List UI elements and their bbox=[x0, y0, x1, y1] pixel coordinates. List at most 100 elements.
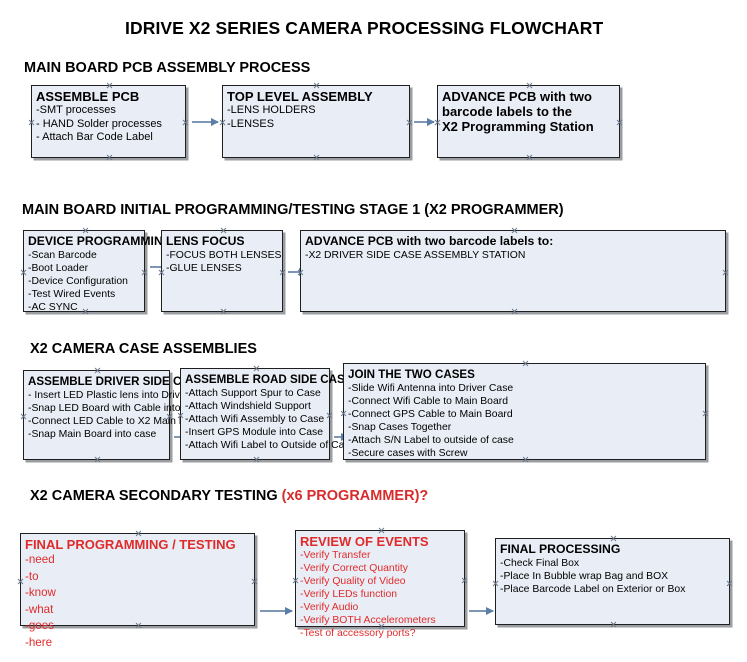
node-item: -LENS HOLDERS bbox=[227, 104, 316, 116]
section-heading-1: MAIN BOARD PCB ASSEMBLY PROCESS bbox=[24, 60, 311, 76]
connector-handle-left[interactable] bbox=[20, 413, 27, 420]
connector-handle-bottom[interactable] bbox=[511, 308, 518, 315]
connector-handle-right[interactable] bbox=[279, 269, 286, 276]
node-item: -Check Final Box bbox=[500, 558, 580, 569]
node-item: -SMT processes bbox=[36, 104, 116, 116]
arrow-4-2 bbox=[469, 607, 494, 614]
node-item: -Scan Barcode bbox=[28, 250, 97, 261]
connector-handle-left[interactable] bbox=[340, 410, 347, 417]
connector-handle-left[interactable] bbox=[219, 119, 226, 126]
node-header: ASSEMBLE PCB bbox=[36, 89, 140, 104]
node-item: -goes bbox=[25, 619, 55, 632]
connector-handle-bottom[interactable] bbox=[526, 154, 533, 161]
connector-handle-bottom[interactable] bbox=[106, 154, 113, 161]
node-assemble-driver-side-case[interactable]: ASSEMBLE DRIVER SIDE CASE - Insert LED P… bbox=[20, 367, 217, 463]
connector-handle-right[interactable] bbox=[722, 269, 729, 276]
connector-handle-top[interactable] bbox=[522, 360, 529, 367]
node-header: ASSEMBLE ROAD SIDE CASE bbox=[185, 373, 353, 386]
node-final-processing[interactable]: FINAL PROCESSING -Check Final Box -Place… bbox=[495, 538, 730, 625]
connector-handle-top[interactable] bbox=[94, 367, 101, 374]
connector-handle-bottom[interactable] bbox=[313, 154, 320, 161]
node-item: -Place In Bubble wrap Bag and BOX bbox=[500, 571, 669, 582]
connector-handle-top[interactable] bbox=[82, 227, 89, 234]
node-item: -Attach Support Spur to Case bbox=[185, 388, 321, 399]
connector-handle-left[interactable] bbox=[28, 119, 35, 126]
node-header: JOIN THE TWO CASES bbox=[348, 368, 475, 381]
node-item: X2 Programming Station bbox=[442, 119, 594, 134]
connector-handle-right[interactable] bbox=[726, 580, 733, 587]
node-item-overflow: -Test of accessory ports? bbox=[300, 628, 416, 639]
section-heading-4-accent: (x6 PROGRAMMER)? bbox=[281, 488, 429, 504]
section-heading-4: X2 CAMERA SECONDARY TESTING (x6 PROGRAMM… bbox=[30, 488, 428, 504]
connector-handle-top[interactable] bbox=[511, 227, 518, 234]
arrow-1-2 bbox=[414, 118, 435, 125]
node-top-level-assembly[interactable]: TOP LEVEL ASSEMBLY -LENS HOLDERS -LENSES bbox=[222, 85, 410, 158]
node-review-of-events[interactable]: REVIEW OF EVENTS -Verify Transfer -Verif… bbox=[292, 527, 468, 639]
node-header: REVIEW OF EVENTS bbox=[300, 534, 429, 549]
connector-handle-left[interactable] bbox=[492, 580, 499, 587]
node-item: -Test Wired Events bbox=[28, 289, 116, 300]
connector-handle-top[interactable] bbox=[378, 527, 385, 534]
connector-handle-left[interactable] bbox=[158, 269, 165, 276]
connector-handle-right[interactable] bbox=[461, 577, 468, 584]
node-item: -know bbox=[25, 586, 56, 599]
node-item: -Device Configuration bbox=[28, 276, 128, 287]
connector-handle-bottom[interactable] bbox=[610, 621, 617, 628]
node-item: -here bbox=[25, 635, 53, 649]
node-item: -LENSES bbox=[227, 117, 275, 130]
node-item: - HAND Solder processes bbox=[36, 117, 162, 130]
connector-handle-right[interactable] bbox=[702, 410, 709, 417]
node-header: ADVANCE PCB with two barcode labels to: bbox=[305, 234, 554, 248]
node-header: ADVANCE PCB with two bbox=[442, 89, 592, 104]
section-heading-3: X2 CAMERA CASE ASSEMBLIES bbox=[30, 341, 257, 357]
connector-handle-left[interactable] bbox=[292, 577, 299, 584]
node-item: -need bbox=[25, 553, 55, 566]
node-item: -FOCUS BOTH LENSES bbox=[166, 250, 282, 261]
connector-handle-left[interactable] bbox=[20, 269, 27, 276]
node-item: -Verify Transfer bbox=[300, 550, 371, 561]
node-item: -Verify BOTH Accelerometers bbox=[300, 615, 436, 626]
node-assemble-road-side-case[interactable]: ASSEMBLE ROAD SIDE CASE -Attach Support … bbox=[180, 365, 355, 463]
node-item: -Snap Cases Together bbox=[348, 422, 452, 433]
connector-handle-bottom[interactable] bbox=[94, 456, 101, 463]
connector-handle-top[interactable] bbox=[220, 227, 227, 234]
node-item: -Insert GPS Module into Case bbox=[185, 427, 324, 438]
connector-handle-top[interactable] bbox=[106, 82, 113, 89]
connector-handle-bottom[interactable] bbox=[253, 456, 260, 463]
connector-handle-top[interactable] bbox=[253, 365, 260, 372]
connector-handle-right[interactable] bbox=[182, 119, 189, 126]
node-advance-pcb-programming-station[interactable]: ADVANCE PCB with two barcode labels to t… bbox=[437, 85, 620, 158]
node-item: -GLUE LENSES bbox=[166, 263, 242, 274]
node-item: -Attach Wifi Assembly to Case bbox=[185, 414, 325, 425]
node-item: -X2 DRIVER SIDE CASE ASSEMBLY STATION bbox=[305, 250, 526, 261]
connector-handle-top[interactable] bbox=[610, 535, 617, 542]
connector-handle-left[interactable] bbox=[434, 119, 441, 126]
node-item: -Connect Wifi Cable to Main Board bbox=[348, 396, 508, 407]
node-final-programming-testing[interactable]: FINAL PROGRAMMING / TESTING -need -to -k… bbox=[17, 530, 258, 649]
node-header: FINAL PROGRAMMING / TESTING bbox=[25, 537, 236, 552]
node-advance-pcb-driver-side-station[interactable]: ADVANCE PCB with two barcode labels to: … bbox=[300, 230, 726, 312]
connector-handle-top[interactable] bbox=[313, 82, 320, 89]
node-item: -Secure cases with Screw bbox=[348, 448, 468, 459]
page-title: IDRIVE X2 SERIES CAMERA PROCESSING FLOWC… bbox=[125, 18, 604, 38]
node-assemble-pcb[interactable]: ASSEMBLE PCB -SMT processes - HAND Solde… bbox=[31, 85, 186, 158]
node-item: - Insert LED Plastic lens into Driver Ca… bbox=[28, 390, 217, 401]
node-item: -Attach Windshield Support bbox=[185, 401, 311, 412]
connector-handle-bottom[interactable] bbox=[220, 308, 227, 315]
connector-handle-right[interactable] bbox=[326, 412, 333, 419]
connector-handle-right[interactable] bbox=[251, 578, 258, 585]
connector-handle-right[interactable] bbox=[141, 269, 148, 276]
section-heading-2: MAIN BOARD INITIAL PROGRAMMING/TESTING S… bbox=[22, 202, 564, 218]
node-join-the-two-cases[interactable]: JOIN THE TWO CASES -Slide Wifi Antenna i… bbox=[343, 363, 706, 460]
connector-handle-left[interactable] bbox=[17, 578, 24, 585]
section-heading-4-text: X2 CAMERA SECONDARY TESTING bbox=[30, 488, 282, 504]
node-item: -Verify LEDs function bbox=[300, 589, 398, 600]
node-lens-focus[interactable]: LENS FOCUS -FOCUS BOTH LENSES -GLUE LENS… bbox=[161, 230, 283, 312]
node-item: -Snap LED Board with Cable into Case bbox=[28, 403, 208, 414]
connector-handle-right[interactable] bbox=[616, 119, 623, 126]
connector-handle-top[interactable] bbox=[135, 530, 142, 537]
node-device-programming[interactable]: DEVICE PROGRAMMING -Scan Barcode -Boot L… bbox=[20, 227, 172, 313]
connector-handle-right[interactable] bbox=[406, 119, 413, 126]
connector-handle-top[interactable] bbox=[526, 82, 533, 89]
arrow-1-1 bbox=[192, 118, 219, 125]
